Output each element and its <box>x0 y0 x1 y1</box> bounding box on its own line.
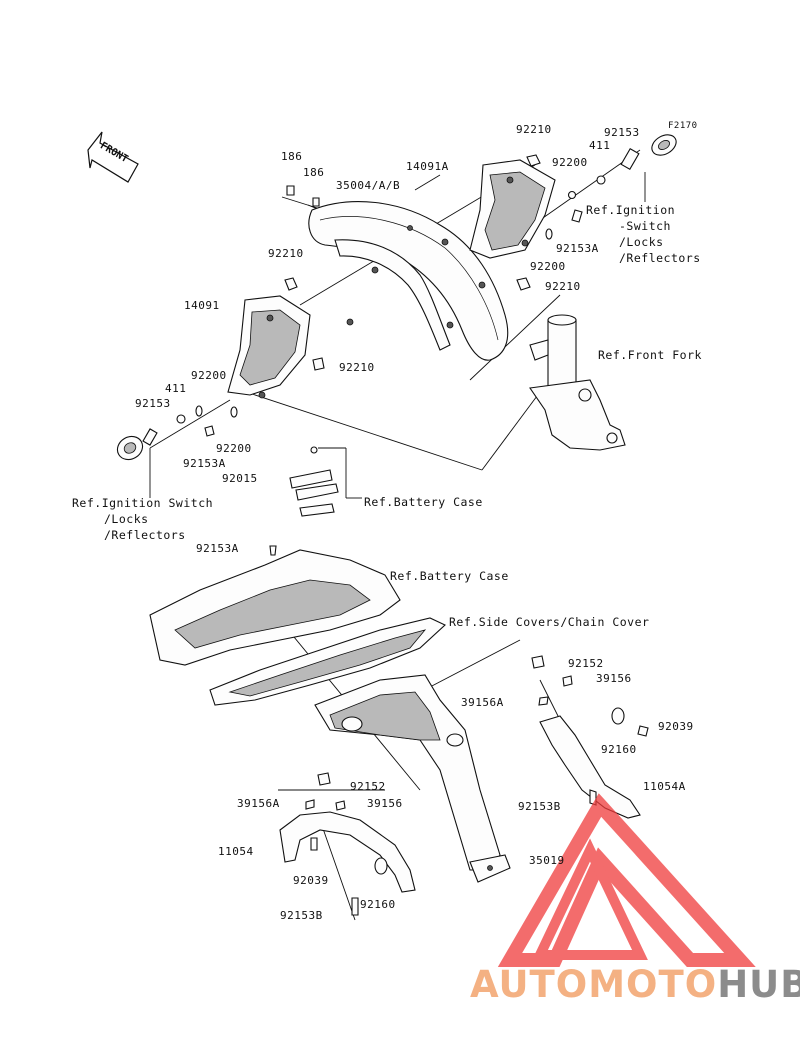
label-35004: 35004/A/B <box>336 179 401 192</box>
label-92200: 92200 <box>530 260 566 273</box>
label-ref-side-covers: Ref.Side Covers/Chain Cover <box>449 615 650 629</box>
battery-case-brackets <box>269 446 339 556</box>
label-186: 186 <box>281 150 303 163</box>
front-arrow: FRONT <box>87 131 139 183</box>
label-ref-ignition-right: Ref.Ignition <box>586 203 676 217</box>
label-186: 186 <box>303 166 325 179</box>
label-92210: 92210 <box>516 123 552 136</box>
label-39156: 39156 <box>596 672 632 685</box>
label-ref-ignition-right: -Switch <box>619 219 671 233</box>
label-92210: 92210 <box>339 361 375 374</box>
watermark-text: AUTOMOTOHUB <box>470 963 800 1006</box>
label-ref-ignition-left: /Locks <box>104 512 149 526</box>
label-ref-ignition-left: /Reflectors <box>104 528 186 542</box>
label-ref-front-fork: Ref.Front Fork <box>598 348 702 362</box>
label-39156a: 39156A <box>237 797 280 810</box>
label-ref-ignition-right: /Locks <box>619 235 664 249</box>
label-14091: 14091 <box>184 299 220 312</box>
label-92210: 92210 <box>268 247 304 260</box>
watermark-text-part1: AUTOMOTO <box>470 963 718 1006</box>
label-92153b: 92153B <box>518 800 561 813</box>
label-92153b: 92153B <box>280 909 323 922</box>
front-fork <box>529 314 626 451</box>
label-92153a: 92153A <box>196 542 239 555</box>
label-92039: 92039 <box>658 720 694 733</box>
rear-under-tray <box>149 549 446 706</box>
label-92153a: 92153A <box>183 457 226 470</box>
label-39156a: 39156A <box>461 696 504 709</box>
fasteners-left <box>116 185 320 461</box>
label-411: 411 <box>165 382 187 395</box>
label-92039: 92039 <box>293 874 329 887</box>
label-92160: 92160 <box>360 898 396 911</box>
watermark-text-part2: HUB <box>717 963 800 1006</box>
label-92200: 92200 <box>191 369 227 382</box>
label-92160: 92160 <box>601 743 637 756</box>
label-92200: 92200 <box>552 156 588 169</box>
diagram-code: F2170 <box>668 121 698 131</box>
fender-bracket-14091 <box>227 277 325 399</box>
label-92153: 92153 <box>604 126 640 139</box>
label-ref-battery-case: Ref.Battery Case <box>364 495 483 509</box>
fasteners-right <box>516 134 677 291</box>
label-ref-ignition-left: Ref.Ignition Switch <box>72 496 214 510</box>
bracket-11054 <box>279 772 416 916</box>
watermark-logo <box>497 793 756 967</box>
rear-fender-35019 <box>314 674 511 883</box>
label-11054a: 11054A <box>643 780 686 793</box>
front-fender <box>308 201 509 361</box>
fender-bracket-14091a <box>469 154 556 259</box>
label-ref-ignition-right: /Reflectors <box>619 251 701 265</box>
label-92152: 92152 <box>568 657 604 670</box>
label-411: 411 <box>589 139 611 152</box>
label-39156: 39156 <box>367 797 403 810</box>
label-92015: 92015 <box>222 472 258 485</box>
label-92152: 92152 <box>350 780 386 793</box>
label-11054: 11054 <box>218 845 254 858</box>
label-92200: 92200 <box>216 442 252 455</box>
label-92153: 92153 <box>135 397 171 410</box>
label-35019: 35019 <box>529 854 565 867</box>
label-ref-battery-case: Ref.Battery Case <box>390 569 509 583</box>
label-14091a: 14091A <box>406 160 449 173</box>
label-92153a: 92153A <box>556 242 599 255</box>
label-92210: 92210 <box>545 280 581 293</box>
